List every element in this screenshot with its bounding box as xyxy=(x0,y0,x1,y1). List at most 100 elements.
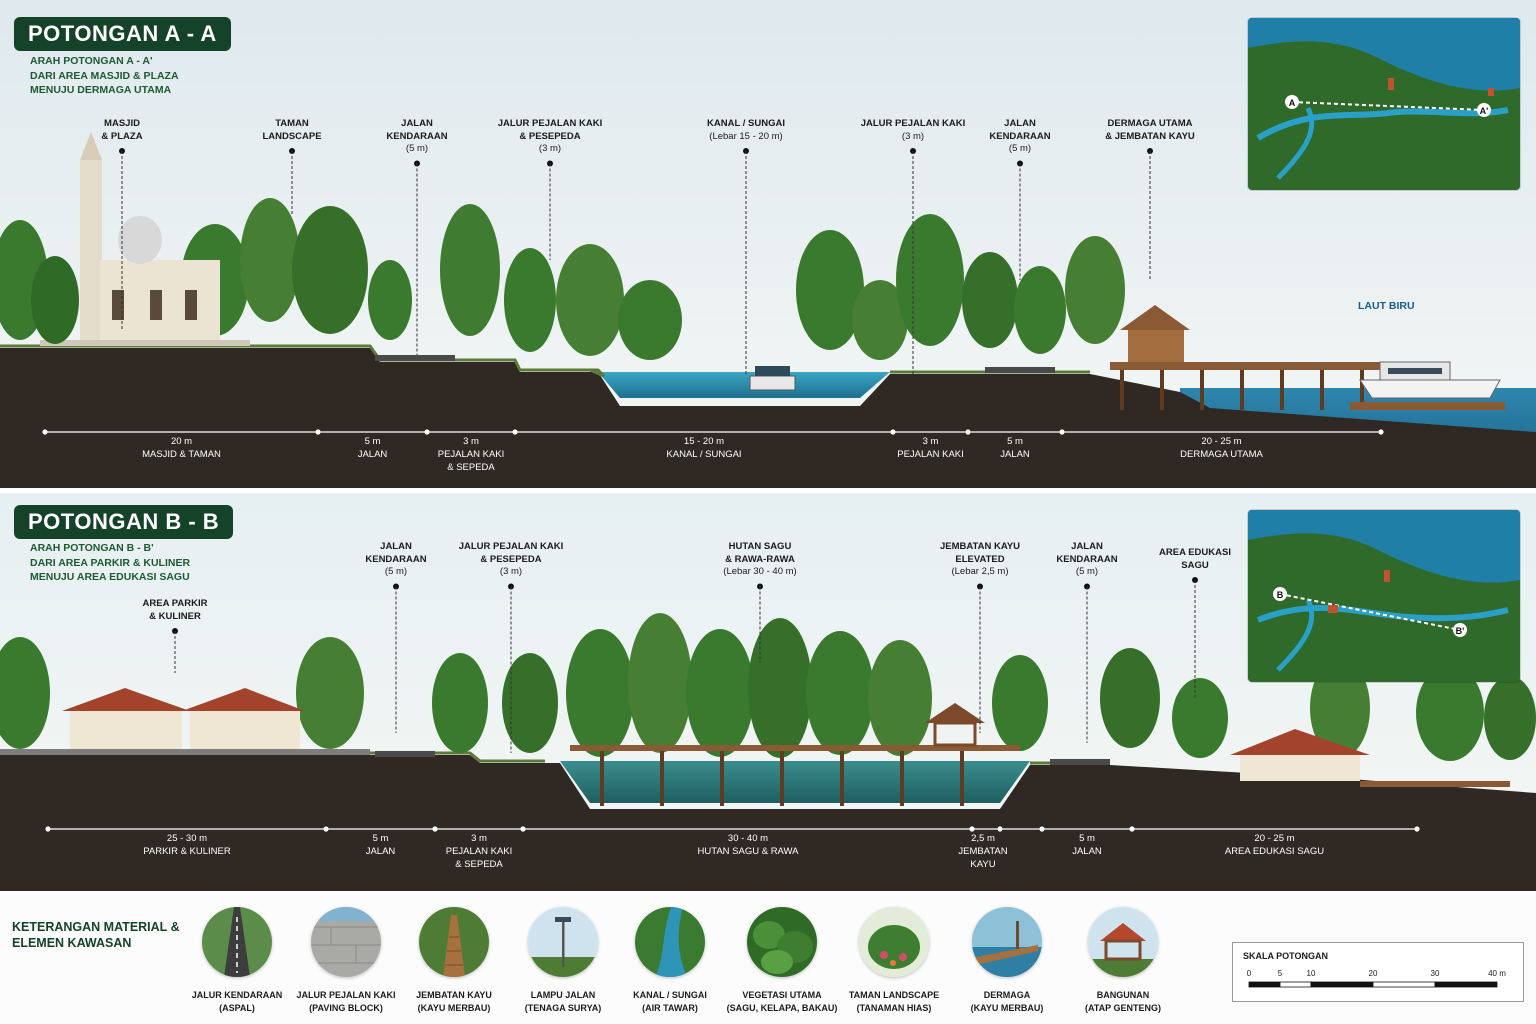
section-b-b: POTONGAN B - B ARAH POTONGAN B - B' DARI… xyxy=(0,493,1536,891)
scale-tick-label: 5 xyxy=(1277,969,1283,978)
callout-dimension: (Lebar 2,5 m) xyxy=(951,566,1009,577)
sea-label: LAUT BIRU xyxy=(1358,300,1415,312)
callout-title: KENDARAAN xyxy=(989,130,1051,142)
paving-block-icon xyxy=(311,907,381,977)
key-plan-marker-end: A' xyxy=(1480,106,1489,116)
callout-label: KANAL / SUNGAI(Lebar 15 - 20 m) xyxy=(671,118,821,143)
dimension-caption: & SEPEDA xyxy=(447,462,495,473)
callout-dimension: (5 m) xyxy=(1075,566,1099,577)
section-b-illustration xyxy=(0,493,1536,891)
dimension-value: 3 m xyxy=(471,833,487,844)
dimension-tick xyxy=(1039,826,1045,832)
callout-title: DERMAGA UTAMA xyxy=(1107,118,1193,129)
legend-item: JALUR KENDARAAN(ASPAL) xyxy=(172,907,302,1015)
dimension-value: 2,5 m xyxy=(971,833,995,844)
callout-dimension: (3 m) xyxy=(538,143,562,154)
dimension-tick xyxy=(1059,429,1065,435)
dimension-label: 15 - 20 m KANAL / SUNGAI xyxy=(629,435,779,461)
callout-title: KENDARAAN xyxy=(386,130,448,142)
legend-item-name: DERMAGA xyxy=(983,990,1031,1000)
direction-line: MENUJU AREA EDUKASI SAGU xyxy=(30,571,190,583)
legend-item-name: TAMAN LANDSCAPE xyxy=(848,990,940,1000)
dimension-caption: PEJALAN KAKI xyxy=(437,449,505,460)
dimension-caption: JALAN xyxy=(1000,449,1030,460)
dimension-tick xyxy=(42,429,48,435)
mosque-building xyxy=(80,132,220,340)
material-legend: KETERANGAN MATERIAL & ELEMEN KAWASAN JAL… xyxy=(0,891,1536,1024)
legend-item-material: (KAYU MERBAU) xyxy=(417,1003,491,1013)
dimension-value: 5 m xyxy=(1007,436,1023,447)
section-a-title: POTONGAN A - A xyxy=(14,17,231,51)
direction-line: DARI AREA MASJID & PLAZA xyxy=(30,69,179,82)
callout-title: JALUR PEJALAN KAKI xyxy=(860,118,966,129)
legend-title-line: KETERANGAN MATERIAL & xyxy=(12,920,180,934)
scale-segment xyxy=(1372,981,1436,988)
dimension-value: 3 m xyxy=(922,436,939,447)
dimension-value: 15 - 20 m xyxy=(683,436,725,447)
legend-item: VEGETASI UTAMA(SAGU, KELAPA, BAKAU) xyxy=(717,907,847,1015)
callout-dimension: (5 m) xyxy=(384,566,408,577)
key-plan-marker-end: B' xyxy=(1456,626,1465,636)
dimension-tick xyxy=(323,826,329,832)
swamp-water xyxy=(560,761,1030,803)
canal-boat xyxy=(749,366,796,391)
dimension-caption: KANAL / SUNGAI xyxy=(666,449,742,460)
direction-line: MENUJU DERMAGA UTAMA xyxy=(30,84,172,96)
wooden-bridge-icon xyxy=(419,907,489,977)
asphalt-road-icon xyxy=(202,907,272,977)
callout-dimension: (3 m) xyxy=(499,566,523,577)
legend-item-name: VEGETASI UTAMA xyxy=(742,990,822,1000)
dimension-tick xyxy=(45,826,51,832)
legend-item-material: (AIR TAWAR) xyxy=(642,1003,698,1013)
callout-dimension: (Lebar 30 - 40 m) xyxy=(723,566,797,577)
dimension-caption: JEMBATAN xyxy=(958,846,1008,857)
callout-title: KENDARAAN xyxy=(1056,553,1118,565)
scale-tick-label: 40 m xyxy=(1488,969,1506,978)
dimension-tick xyxy=(890,429,896,435)
legend-item: JEMBATAN KAYU(KAYU MERBAU) xyxy=(389,907,519,1015)
dimension-tick xyxy=(969,826,975,832)
legend-item-material: (TANAMAN HIAS) xyxy=(856,1003,932,1013)
dimension-value: 20 - 25 m xyxy=(1201,436,1242,447)
elevated-boardwalk xyxy=(570,703,1020,806)
callout-title: & RAWA-RAWA xyxy=(725,553,795,565)
dimension-tick xyxy=(520,826,526,832)
scale-tick-label: 10 xyxy=(1306,969,1316,978)
dimension-tick xyxy=(424,429,430,435)
dimension-value: 25 - 30 m xyxy=(166,833,208,844)
dimension-tick xyxy=(965,429,971,435)
callout-label: JALUR PEJALAN KAKI& PESEPEDA(3 m) xyxy=(436,541,586,579)
legend-item-name: BANGUNAN xyxy=(1096,990,1150,1000)
callout-label: JALUR PEJALAN KAKI(3 m) xyxy=(838,118,988,143)
callout-label: MASJID& PLAZA xyxy=(47,118,197,143)
scale-segment xyxy=(1279,981,1312,988)
dimension-caption: JALAN xyxy=(365,846,396,857)
dimension-value: 5 m xyxy=(364,436,381,447)
scale-segment xyxy=(1310,981,1374,988)
soil-section xyxy=(0,755,1536,891)
callout-title: & KULINER xyxy=(149,610,201,622)
main-pier xyxy=(1110,305,1505,410)
callout-dimension: (Lebar 15 - 20 m) xyxy=(709,130,783,142)
dimension-caption: AREA EDUKASI SAGU xyxy=(1224,846,1325,857)
scale-tick-label: 30 xyxy=(1430,969,1440,978)
dimension-caption: MASJID & TAMAN xyxy=(142,449,221,460)
scale-tick-label: 20 xyxy=(1368,969,1378,978)
legend-item: BANGUNAN(ATAP GENTENG) xyxy=(1058,907,1188,1015)
direction-line: DARI AREA PARKIR & KULINER xyxy=(30,556,191,569)
callout-title: MASJID xyxy=(104,118,140,129)
legend-item: DERMAGA(KAYU MERBAU) xyxy=(942,907,1072,1015)
dimension-caption: PEJALAN KAKI xyxy=(445,846,513,857)
key-plan-marker-start: B xyxy=(1277,590,1284,600)
